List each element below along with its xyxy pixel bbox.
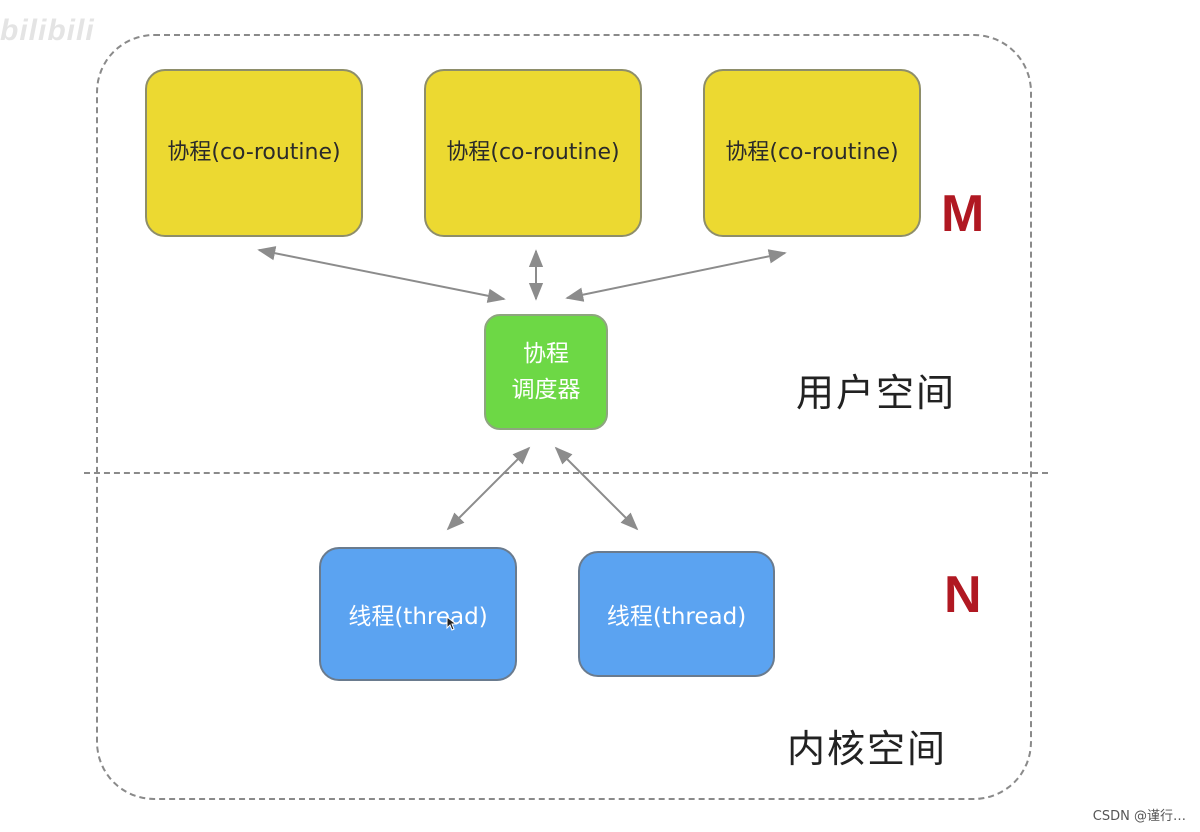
- outer-dashed-frame: [96, 34, 1032, 800]
- mouse-cursor-icon: [446, 616, 458, 631]
- coroutine-label-2: 协程(co-routine): [446, 140, 620, 165]
- thread-label-1: 线程(thread): [348, 604, 488, 630]
- thread-box-2: 线程(thread): [578, 551, 775, 677]
- scheduler-label-line1: 协程: [523, 341, 569, 367]
- kernel-space-label: 内核空间: [787, 727, 948, 771]
- coroutine-scheduler-box: 协程 调度器: [484, 314, 608, 430]
- arrow-scheduler-thread-2: [554, 446, 639, 531]
- arrow-scheduler-coroutine-1: [257, 246, 506, 303]
- scheduler-label-line2: 调度器: [511, 377, 581, 403]
- bilibili-watermark: bilibili: [0, 14, 95, 47]
- coroutine-label-3: 协程(co-routine): [725, 140, 899, 165]
- csdn-credit: CSDN @谨行…: [1092, 809, 1186, 824]
- arrow-scheduler-coroutine-3: [565, 249, 787, 302]
- coroutine-box-1: 协程(co-routine): [145, 69, 363, 237]
- n-label: N: [944, 566, 982, 624]
- arrow-scheduler-thread-1: [446, 446, 531, 531]
- thread-box-1: 线程(thread): [319, 547, 517, 681]
- user-space-label: 用户空间: [796, 371, 957, 415]
- coroutine-box-3: 协程(co-routine): [703, 69, 921, 237]
- m-label: M: [941, 185, 985, 243]
- coroutine-box-2: 协程(co-routine): [424, 69, 642, 237]
- coroutine-label-1: 协程(co-routine): [167, 140, 341, 165]
- thread-label-2: 线程(thread): [606, 604, 747, 630]
